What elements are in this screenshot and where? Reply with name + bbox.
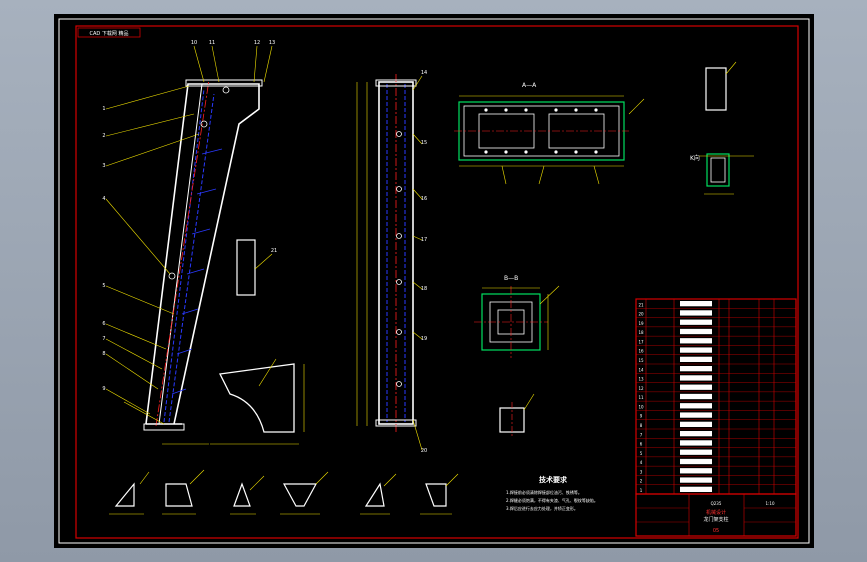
parts-row-name (680, 468, 712, 474)
part-number-label: 1 (102, 106, 105, 112)
section-a: A—A (454, 82, 645, 185)
tb-scale: 1:10 (766, 501, 775, 506)
parts-row-number: 16 (638, 349, 644, 354)
part-number-label: 19 (421, 336, 427, 342)
part-number-label: 12 (254, 40, 260, 46)
tb-sheet: 05 (713, 528, 719, 534)
bottom-details (109, 469, 459, 515)
parts-row-number: 18 (638, 330, 644, 335)
tech-note-1: 1.焊接前必须清除焊接部位油污、铁锈等。 (506, 489, 582, 495)
part-number-label: 3 (102, 163, 105, 169)
parts-row-number: 11 (638, 395, 644, 400)
parts-row-name (680, 486, 712, 492)
parts-row-name (680, 421, 712, 427)
section-b-label: B—B (504, 275, 518, 282)
parts-row-name (680, 431, 712, 437)
square-detail (499, 393, 535, 438)
parts-row-name (680, 366, 712, 372)
part-number-label: 11 (209, 40, 215, 46)
parts-row-number: 6 (640, 442, 643, 447)
inner-border (75, 25, 799, 539)
part-number-label: 5 (102, 283, 105, 289)
parts-row-number: 9 (640, 414, 643, 419)
side-view (356, 74, 423, 451)
parts-row-name (680, 458, 712, 465)
gusset-detail (210, 358, 305, 445)
part-number-label: 13 (269, 40, 275, 46)
stamp-label: CAD 下载网 精品 (90, 30, 129, 37)
parts-row-name (680, 356, 712, 362)
parts-row-number: 20 (638, 312, 644, 317)
tb-material: Q235 (711, 501, 722, 506)
k-view: K向 (690, 153, 754, 195)
parts-row-name (680, 393, 712, 400)
parts-row-number: 8 (640, 423, 643, 428)
tech-notes: 技术要求 1.焊接前必须清除焊接部位油污、铁锈等。 2.焊缝必须饱满，不得有夹渣… (506, 475, 598, 511)
section-a-label: A—A (522, 82, 537, 89)
parts-row-number: 2 (640, 479, 643, 484)
parts-row-number: 19 (638, 321, 644, 326)
parts-row-name (680, 319, 712, 325)
parts-row-number: 14 (638, 367, 644, 372)
tech-note-3: 3.焊后应进行去应力处理，并矫正变形。 (506, 505, 578, 511)
part-number-label: 14 (421, 70, 427, 76)
parts-row-number: 1 (640, 488, 643, 493)
part-number-label: 7 (102, 336, 105, 342)
parts-row-name (680, 328, 712, 335)
part-number-label: 21 (271, 248, 277, 254)
front-view (105, 45, 273, 445)
parts-row-name (680, 449, 712, 455)
parts-row-number: 3 (640, 469, 643, 474)
parts-row-name (680, 384, 712, 390)
drawing-sheet[interactable]: CAD 下载网 精品 (54, 14, 814, 548)
side-view-label: K向 (690, 154, 700, 162)
parts-row-name (680, 477, 712, 483)
tech-title: 技术要求 (539, 475, 568, 484)
parts-row-number: 4 (640, 460, 643, 465)
parts-row-name (680, 440, 712, 446)
parts-row-name (680, 301, 712, 307)
detail-plate (236, 239, 256, 296)
parts-row-number: 5 (640, 451, 643, 456)
part-number-label: 18 (421, 286, 427, 292)
stamp-box: CAD 下载网 精品 (77, 27, 141, 38)
title-block: Q235 机械设计 龙门架支柱 05 1:10 (635, 493, 797, 537)
part-number-label: 16 (421, 196, 427, 202)
tb-unit: 机械设计 (706, 509, 726, 516)
parts-row-number: 21 (638, 302, 644, 307)
parts-row-number: 13 (638, 377, 644, 382)
parts-row-number: 12 (638, 386, 644, 391)
parts-row-number: 17 (638, 339, 644, 344)
part-number-label: 10 (191, 40, 197, 46)
part-number-label: 2 (102, 133, 105, 139)
parts-row-name (680, 347, 712, 353)
tech-note-2: 2.焊缝必须饱满，不得有夹渣、气孔、裂纹等缺陷。 (506, 497, 598, 503)
part-number-label: 4 (102, 196, 105, 202)
part-number-label: 6 (102, 321, 105, 327)
outer-frame (58, 18, 810, 544)
drawing-canvas: CAD 下载网 精品 (58, 18, 810, 544)
tb-drawing-name: 龙门架支柱 (703, 516, 728, 523)
parts-row-name (680, 338, 712, 344)
parts-row-name (680, 403, 712, 409)
part-number-label: 17 (421, 237, 427, 243)
parts-row-number: 15 (638, 358, 644, 363)
top-right-detail (705, 61, 737, 111)
parts-row-number: 7 (640, 432, 643, 437)
section-b: B—B (474, 275, 560, 358)
parts-row-name (680, 310, 712, 316)
part-number-label: 20 (421, 448, 427, 454)
parts-row-name (680, 375, 712, 381)
parts-row-name (680, 412, 712, 418)
parts-row-number: 10 (638, 404, 644, 409)
part-number-label: 8 (102, 351, 105, 357)
part-number-label: 15 (421, 140, 427, 146)
part-number-label: 9 (102, 386, 105, 392)
